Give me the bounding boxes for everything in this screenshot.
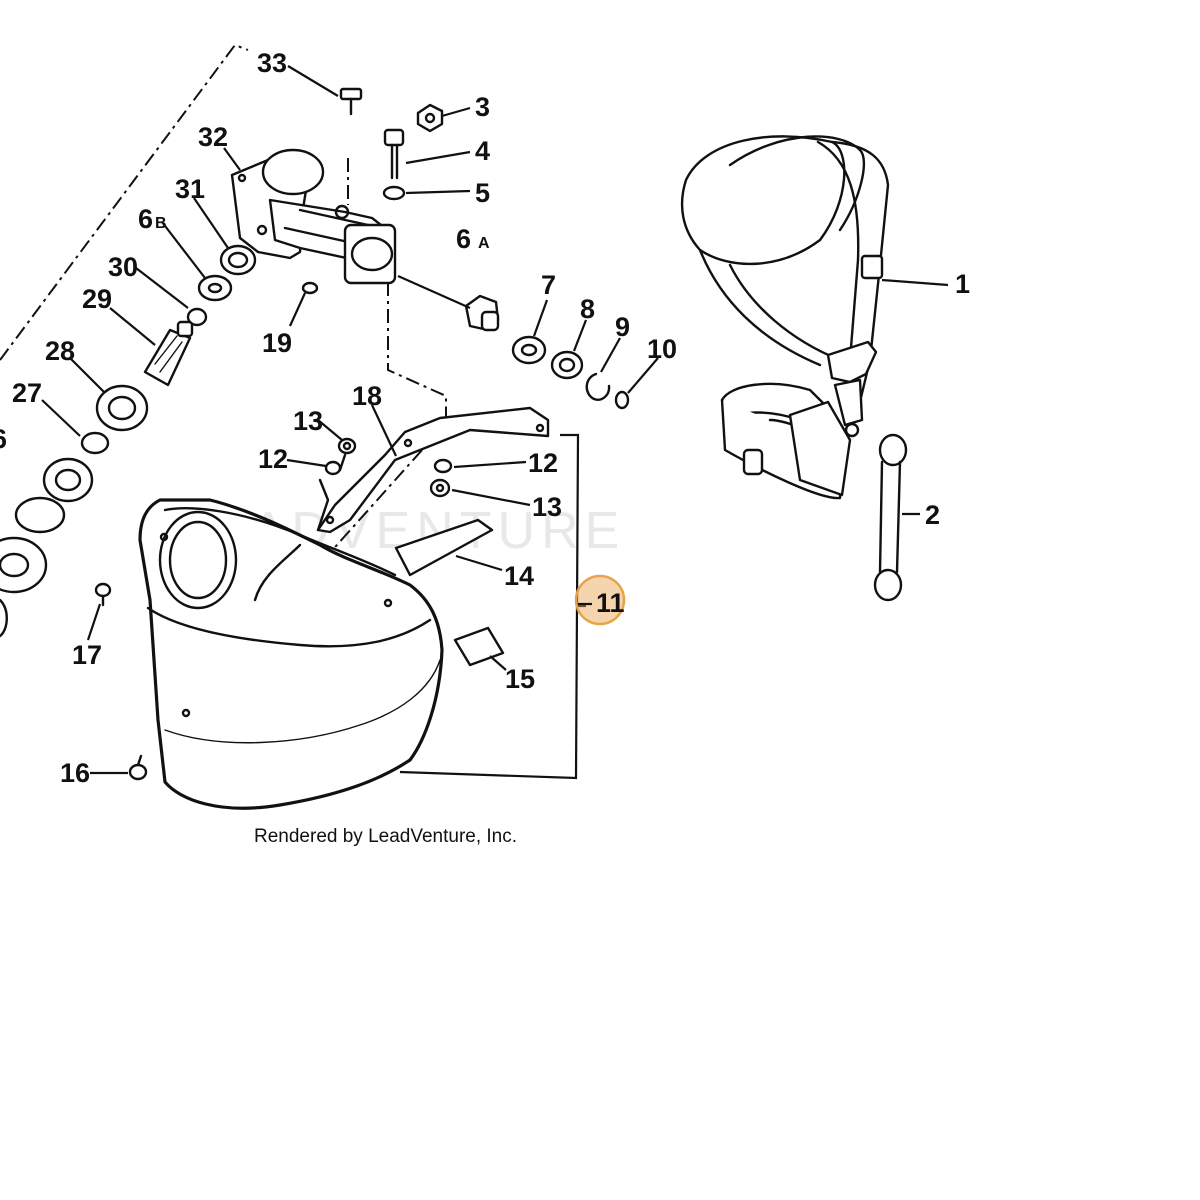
assembly-guide-line — [0, 43, 249, 361]
washer-12b — [433, 458, 453, 474]
nut-13a — [337, 437, 357, 455]
callout-11[interactable]: 11 — [596, 588, 625, 618]
callout-6b: 6 — [138, 204, 153, 234]
callout-32: 32 — [198, 122, 228, 152]
washer-5 — [382, 185, 406, 201]
callout-13a: 13 — [293, 406, 323, 436]
bolt-16 — [128, 754, 148, 781]
shaft-guide-line — [387, 282, 447, 420]
callout-3: 3 — [475, 92, 490, 122]
bolt-33 — [339, 87, 363, 116]
callout-27: 27 — [12, 378, 42, 408]
callout-2: 2 — [925, 500, 940, 530]
snap-ring-9 — [585, 372, 611, 401]
callout-1: 1 — [955, 269, 970, 299]
clip-30 — [186, 307, 208, 327]
callout-6a: 6 — [456, 224, 471, 254]
harness-1 — [680, 135, 890, 500]
guard-11 — [138, 498, 444, 810]
bolt-4 — [383, 128, 405, 180]
callout-26: 6 — [0, 424, 7, 454]
callout-33: 33 — [257, 48, 287, 78]
decal-15 — [453, 626, 505, 667]
callout-7: 7 — [541, 270, 556, 300]
callout-29: 29 — [82, 284, 112, 314]
spacer-27 — [80, 431, 110, 455]
callout-17: 17 — [72, 640, 102, 670]
o-ring-10 — [614, 390, 630, 410]
callout-6b-sub: B — [155, 215, 167, 232]
highlight-circle[interactable] — [574, 574, 626, 626]
bearing-31 — [219, 244, 257, 276]
bolt-17 — [94, 582, 112, 607]
label-14 — [394, 518, 494, 577]
partial-disc — [0, 598, 8, 638]
callout-28: 28 — [45, 336, 75, 366]
callout-19: 19 — [262, 328, 292, 358]
callout-18: 18 — [352, 381, 382, 411]
callout-16: 16 — [60, 758, 90, 788]
callout-10: 10 — [647, 334, 677, 364]
flange-24 — [0, 536, 48, 594]
nut-3 — [416, 103, 444, 133]
callout-14: 14 — [504, 561, 534, 591]
gear-6b — [197, 274, 233, 302]
callout-4: 4 — [475, 136, 490, 166]
callout-13b: 13 — [532, 492, 562, 522]
bearing-26 — [42, 457, 94, 503]
ring-25 — [14, 496, 66, 534]
bracket-18 — [316, 406, 550, 534]
callout-31: 31 — [175, 174, 205, 204]
callout-8: 8 — [580, 294, 595, 324]
callout-30: 30 — [108, 252, 138, 282]
pinion-6a — [464, 294, 500, 332]
callout-5: 5 — [475, 178, 490, 208]
credit-text: Rendered by LeadVenture, Inc. — [254, 826, 517, 847]
callout-12b: 12 — [528, 448, 558, 478]
bearing-28 — [95, 384, 149, 432]
callout-12a: 12 — [258, 444, 288, 474]
bearing-7 — [511, 335, 547, 365]
highlight-marker-11[interactable]: 11 — [574, 574, 626, 626]
bearing-8 — [550, 350, 584, 380]
shaft-29 — [143, 320, 194, 387]
washer-19 — [301, 281, 319, 295]
callout-6a-sub: A — [478, 235, 490, 252]
callout-15: 15 — [505, 664, 535, 694]
gearbox-32 — [230, 148, 397, 285]
link-2 — [873, 433, 908, 602]
nut-13b — [429, 478, 451, 498]
callout-9: 9 — [615, 312, 630, 342]
washer-12a — [324, 460, 342, 476]
